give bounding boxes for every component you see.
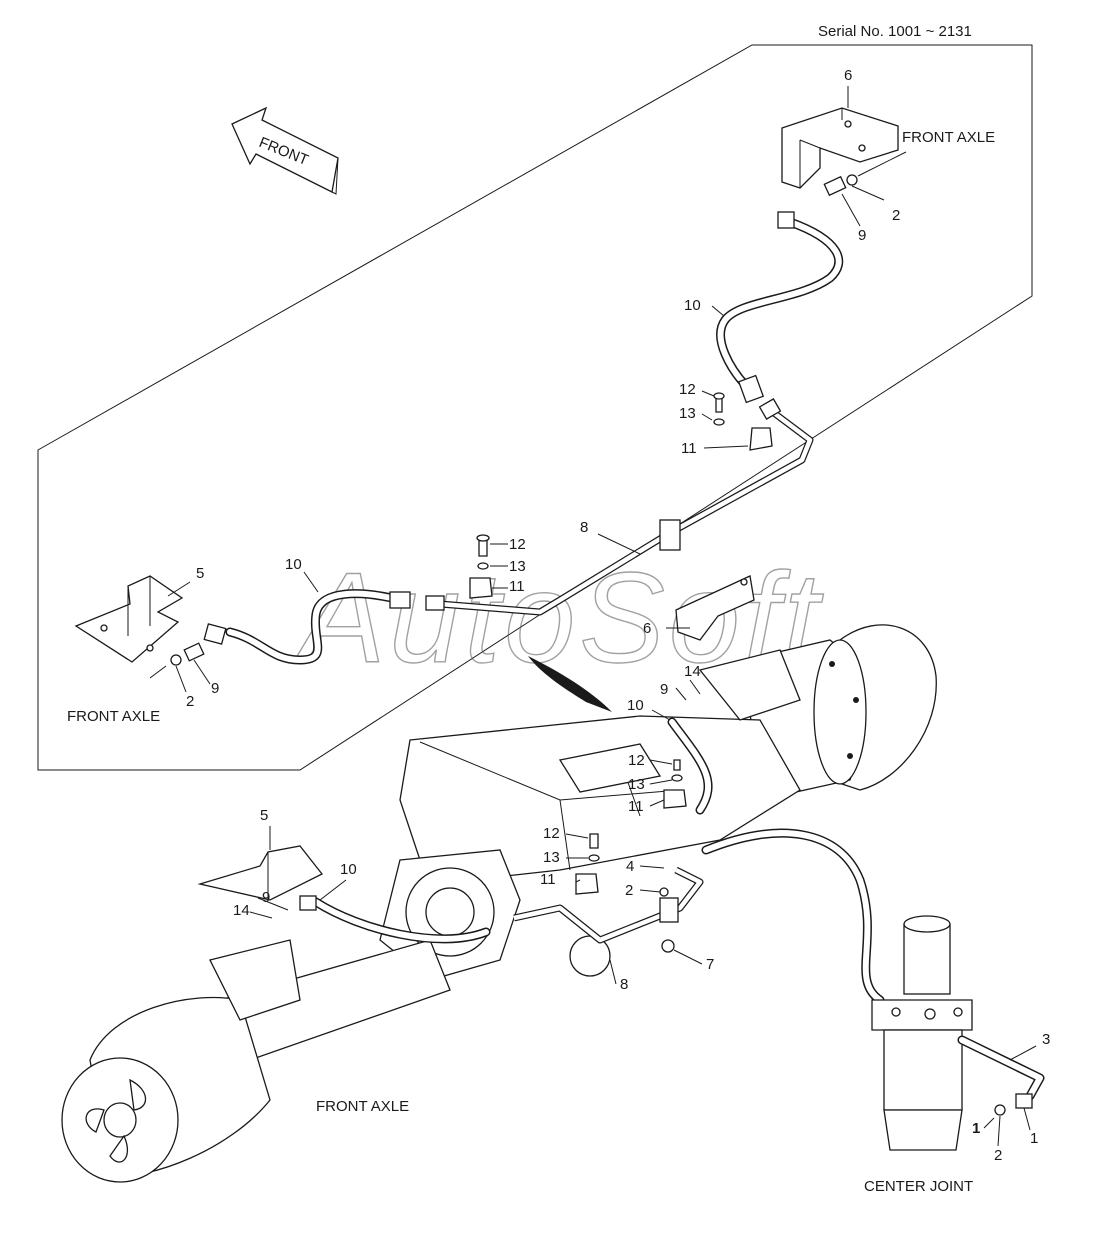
detail-pointer-arrow [528, 656, 612, 712]
caption-front-axle-top-right: FRONT AXLE [902, 129, 995, 146]
callout-11-top: 11 [681, 440, 697, 457]
callout-2-left: 2 [186, 693, 194, 710]
center-joint [871, 915, 973, 1151]
o-ring-2-top [846, 174, 858, 186]
clamp-set-axle-lower [575, 833, 600, 895]
callout-10b-axle: 10 [340, 861, 357, 878]
left-wheel-hub [61, 996, 271, 1183]
callout-9b-axle: 9 [262, 889, 270, 906]
fitting-9-left [183, 642, 205, 662]
callout-13-axle: 13 [628, 776, 645, 793]
hose-center-joint [701, 828, 885, 1005]
callout-3-center: 3 [1042, 1031, 1050, 1048]
callout-12b-axle: 12 [543, 825, 560, 842]
callout-13-mid: 13 [509, 558, 526, 575]
fitting-1 [1015, 1093, 1033, 1109]
caption-front-axle-left: FRONT AXLE [67, 708, 160, 725]
plug-7 [661, 939, 675, 953]
bracket-5-axle [197, 845, 324, 901]
callout-7-axle: 7 [706, 956, 714, 973]
callout-2-top: 2 [892, 207, 900, 224]
clamp-set-mid [469, 534, 493, 599]
callout-9-top: 9 [858, 227, 866, 244]
callout-14b-axle: 14 [233, 902, 250, 919]
bracket-6-top [781, 107, 899, 189]
callout-9-left: 9 [211, 680, 219, 697]
caption-center-joint: CENTER JOINT [864, 1178, 973, 1195]
caption-front-axle-bottom: FRONT AXLE [316, 1098, 409, 1115]
callout-2-center: 2 [994, 1147, 1002, 1164]
o-ring-2-left [170, 654, 182, 666]
callout-12-axle: 12 [628, 752, 645, 769]
knuckle-right [698, 649, 801, 721]
callout-11-axle: 11 [628, 798, 644, 815]
callout-1-center: 1 [1030, 1130, 1038, 1147]
o-ring-2-axle [659, 887, 669, 897]
front-arrow: FRONT [231, 106, 339, 195]
callout-6-mid: 6 [643, 620, 651, 637]
callout-13b-axle: 13 [543, 849, 560, 866]
hose-10-axle-left [299, 895, 491, 944]
hose-10-left [203, 589, 445, 665]
callout-10-left: 10 [285, 556, 302, 573]
callout-13-top: 13 [679, 405, 696, 422]
callout-12-top: 12 [679, 381, 696, 398]
callout-5-left: 5 [196, 565, 204, 582]
bracket-5-left [74, 575, 184, 663]
serial-number: Serial No. 1001 ~ 2131 [818, 23, 972, 40]
callout-14-axle: 14 [684, 663, 701, 680]
clamp-set-axle-upper [663, 759, 687, 809]
pipe-8-axle [513, 866, 704, 944]
callout-12-mid: 12 [509, 536, 526, 553]
callout-8-axle: 8 [620, 976, 628, 993]
callout-1b-center: 1 [972, 1120, 980, 1137]
hose-3 [957, 1035, 1045, 1101]
o-ring-2-center [994, 1104, 1006, 1116]
callout-8-top: 8 [580, 519, 588, 536]
callout-11b-axle: 11 [540, 871, 556, 888]
hose-10-top [716, 211, 844, 404]
callout-10-top: 10 [684, 297, 701, 314]
callout-2-axle: 2 [625, 882, 633, 899]
callout-6-top: 6 [844, 67, 852, 84]
detail-panel-outline [37, 44, 1033, 771]
pipe-8-top [439, 398, 814, 616]
callout-5-axle: 5 [260, 807, 268, 824]
fitting-9-top [823, 175, 847, 197]
callout-11-mid: 11 [509, 578, 525, 595]
callout-4-axle: 4 [626, 858, 634, 875]
callout-9-axle: 9 [660, 681, 668, 698]
bracket-6-mid [675, 575, 755, 641]
callout-10-axle: 10 [627, 697, 644, 714]
hose-10-axle-right [667, 717, 713, 815]
clamp-set-top [713, 392, 773, 451]
knuckle-left [209, 939, 301, 1021]
